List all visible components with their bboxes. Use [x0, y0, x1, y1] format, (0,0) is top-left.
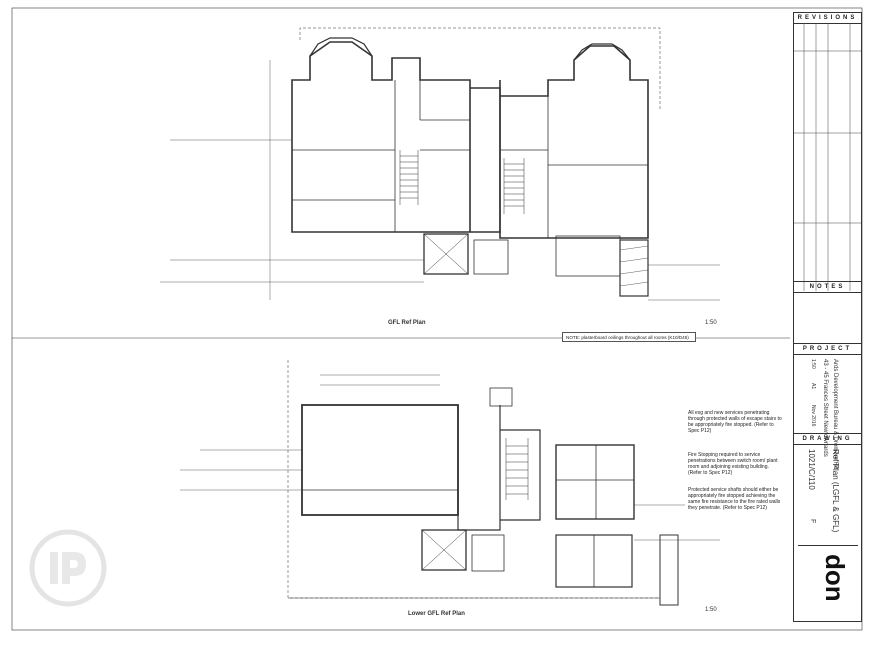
lower-plan-scale: 1:50	[705, 607, 717, 613]
lower-plan-title: Lower GFL Ref Plan	[408, 611, 465, 617]
services-note: All exg and new services penetrating thr…	[685, 408, 785, 440]
service-shafts-note: Protected service shafts should either b…	[685, 485, 785, 517]
upper-plan-scale: 1:50	[705, 320, 717, 326]
project-heading: PROJECT	[794, 343, 861, 355]
drawing-number: 1021/C/110	[807, 449, 816, 490]
drawing-heading: DRAWING	[794, 433, 861, 445]
title-block: REVISIONS NOTES PROJECT Ards Development…	[793, 12, 862, 622]
drawing-title: Ref Plan (LGFL & GFL)	[831, 449, 840, 533]
drawing-size: A1	[810, 383, 816, 390]
drawing-date: Nov 2016	[810, 405, 816, 427]
ceiling-note: NOTE: plasterboard ceilings throughout a…	[562, 332, 696, 342]
property-watermark-icon	[29, 529, 107, 607]
revisions-table	[794, 23, 861, 291]
upper-plan-title: GFL Ref Plan	[388, 320, 426, 326]
notes-heading: NOTES	[794, 281, 861, 293]
company-logo: don	[798, 545, 858, 620]
fire-stopping-note: Fire Stopping required to service penetr…	[685, 450, 785, 476]
drawing-scale: 1:50	[810, 359, 816, 369]
revisions-heading: REVISIONS	[794, 13, 861, 24]
revision-letter: F	[809, 519, 816, 524]
